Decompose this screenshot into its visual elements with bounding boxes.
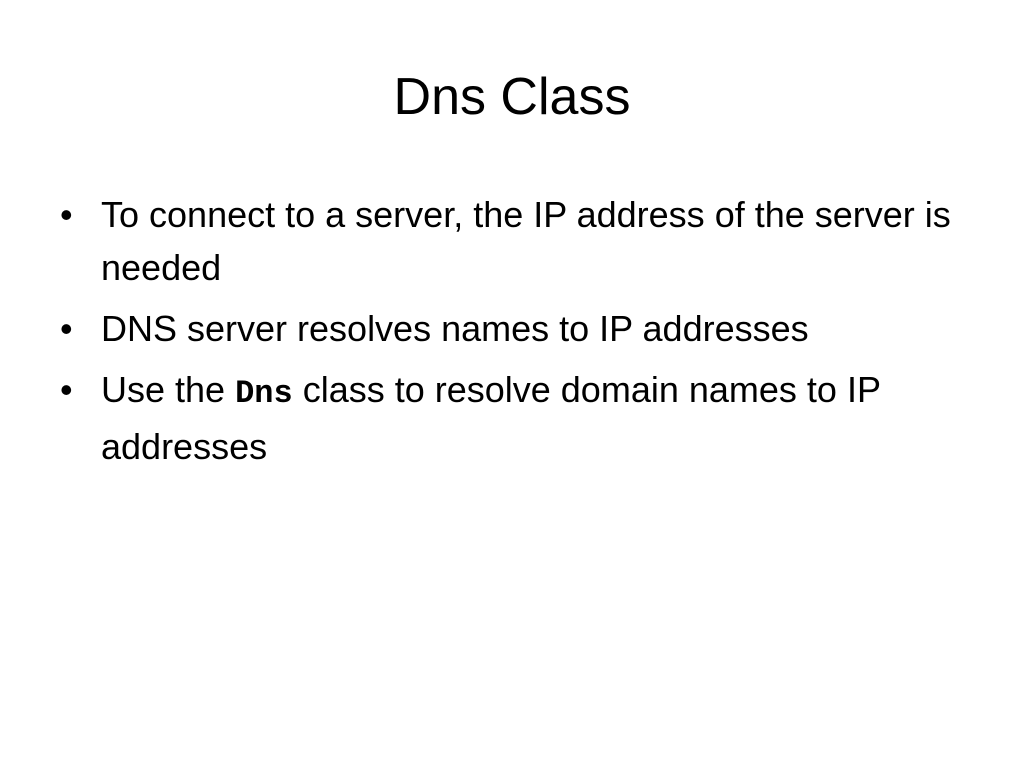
bullet-icon: • [60, 369, 73, 410]
bullet-list: • To connect to a server, the IP address… [58, 188, 958, 481]
bullet-item: • DNS server resolves names to IP addres… [58, 302, 958, 355]
slide-title: Dns Class [393, 68, 631, 126]
bullet-icon: • [60, 308, 73, 349]
bullet-text: To connect to a server, the IP address o… [101, 194, 951, 288]
bullet-text-after: class to resolve domain names to IP addr… [101, 369, 881, 467]
bullet-item: • Use the Dns class to resolve domain na… [58, 363, 958, 473]
bullet-text: DNS server resolves names to IP addresse… [101, 308, 809, 349]
bullet-text-before: Use the [101, 369, 236, 410]
bullet-icon: • [60, 194, 73, 235]
bullet-item: • To connect to a server, the IP address… [58, 188, 958, 294]
code-term: Dns [235, 375, 293, 412]
